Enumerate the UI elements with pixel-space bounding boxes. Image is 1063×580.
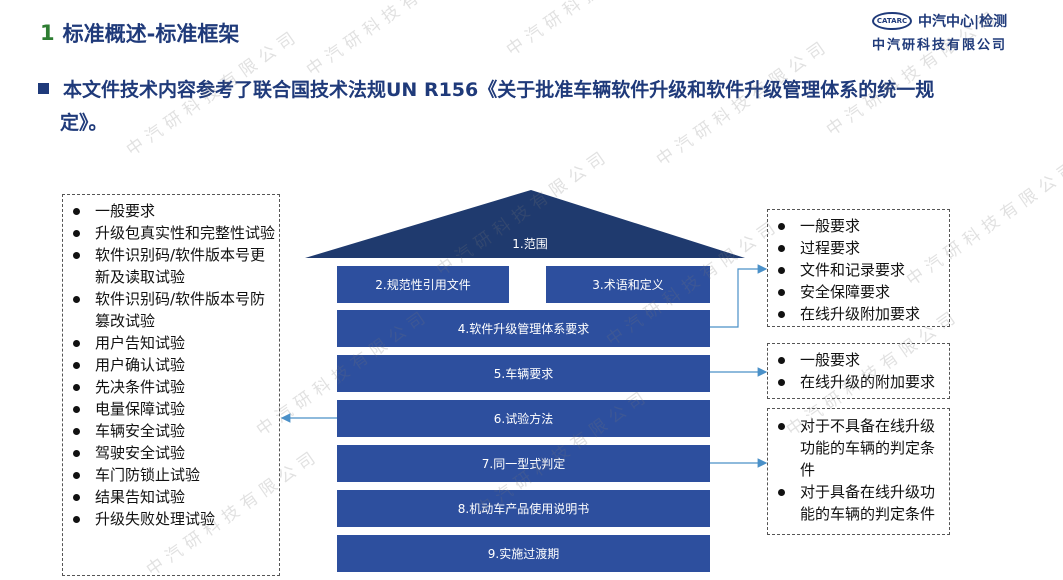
- test-method-item: 车门防锁止试验: [63, 464, 279, 486]
- test-method-item: 驾驶安全试验: [63, 442, 279, 464]
- box-vehicle-requirements: 5.车辆要求: [337, 355, 710, 392]
- test-method-item: 升级失败处理试验: [63, 508, 279, 530]
- test-method-item: 用户告知试验: [63, 332, 279, 354]
- logo-name: 中汽中心|检测: [918, 14, 1008, 30]
- test-method-item: 用户确认试验: [63, 354, 279, 376]
- management-requirement-item: 安全保障要求: [768, 281, 949, 303]
- box-terms-definitions: 3.术语和定义: [546, 266, 710, 303]
- intro-line2: 定》。: [60, 112, 108, 134]
- test-method-item: 车辆安全试验: [63, 420, 279, 442]
- management-requirements-list: 一般要求过程要求文件和记录要求安全保障要求在线升级附加要求: [767, 209, 950, 327]
- test-method-item: 一般要求: [63, 200, 279, 222]
- test-method-list: 一般要求升级包真实性和完整性试验软件识别码/软件版本号更新及读取试验软件识别码/…: [62, 194, 280, 576]
- test-method-item: 结果告知试验: [63, 486, 279, 508]
- framework-roof: [305, 190, 745, 258]
- page-title: 1 标准概述-标准框架: [40, 18, 239, 48]
- box-user-manual: 8.机动车产品使用说明书: [337, 490, 710, 527]
- title-text: 标准概述-标准框架: [62, 22, 240, 46]
- intro-bullet: 本文件技术内容参考了联合国技术法规UN R156《关于批准车辆软件升级和软件升级…: [38, 74, 988, 140]
- logo-company: 中汽研科技有限公司: [872, 38, 1008, 53]
- box-transition-period: 9.实施过渡期: [337, 535, 710, 572]
- box-test-methods: 6.试验方法: [337, 400, 710, 437]
- vehicle-requirements-list: 一般要求在线升级的附加要求: [767, 343, 950, 399]
- catarc-logo-icon: CATARC: [872, 12, 912, 30]
- company-logo: CATARC 中汽中心|检测 中汽研科技有限公司: [872, 10, 1022, 54]
- management-requirement-item: 过程要求: [768, 237, 949, 259]
- management-requirement-item: 一般要求: [768, 215, 949, 237]
- roof-label: 1.范围: [512, 237, 548, 251]
- determination-condition-item: 对于具备在线升级功能的车辆的判定条件: [768, 481, 949, 525]
- vehicle-requirement-item: 一般要求: [768, 349, 949, 371]
- management-requirement-item: 在线升级附加要求: [768, 303, 949, 325]
- vehicle-requirement-item: 在线升级的附加要求: [768, 371, 949, 393]
- determination-condition-item: 对于不具备在线升级功能的车辆的判定条件: [768, 415, 949, 481]
- test-method-item: 软件识别码/软件版本号更新及读取试验: [63, 244, 279, 288]
- test-method-item: 电量保障试验: [63, 398, 279, 420]
- intro-line1: 本文件技术内容参考了联合国技术法规UN R156《关于批准车辆软件升级和软件升级…: [63, 79, 935, 101]
- type-determination-list: 对于不具备在线升级功能的车辆的判定条件对于具备在线升级功能的车辆的判定条件: [767, 408, 950, 535]
- test-method-item: 软件识别码/软件版本号防篡改试验: [63, 288, 279, 332]
- test-method-item: 先决条件试验: [63, 376, 279, 398]
- box-normative-references: 2.规范性引用文件: [337, 266, 509, 303]
- test-method-item: 升级包真实性和完整性试验: [63, 222, 279, 244]
- section-number: 1: [40, 21, 55, 45]
- box-type-determination: 7.同一型式判定: [337, 445, 710, 482]
- square-bullet-icon: [38, 83, 49, 94]
- arrow-to-management-details: [710, 264, 768, 328]
- box-management-system: 4.软件升级管理体系要求: [337, 310, 710, 347]
- management-requirement-item: 文件和记录要求: [768, 259, 949, 281]
